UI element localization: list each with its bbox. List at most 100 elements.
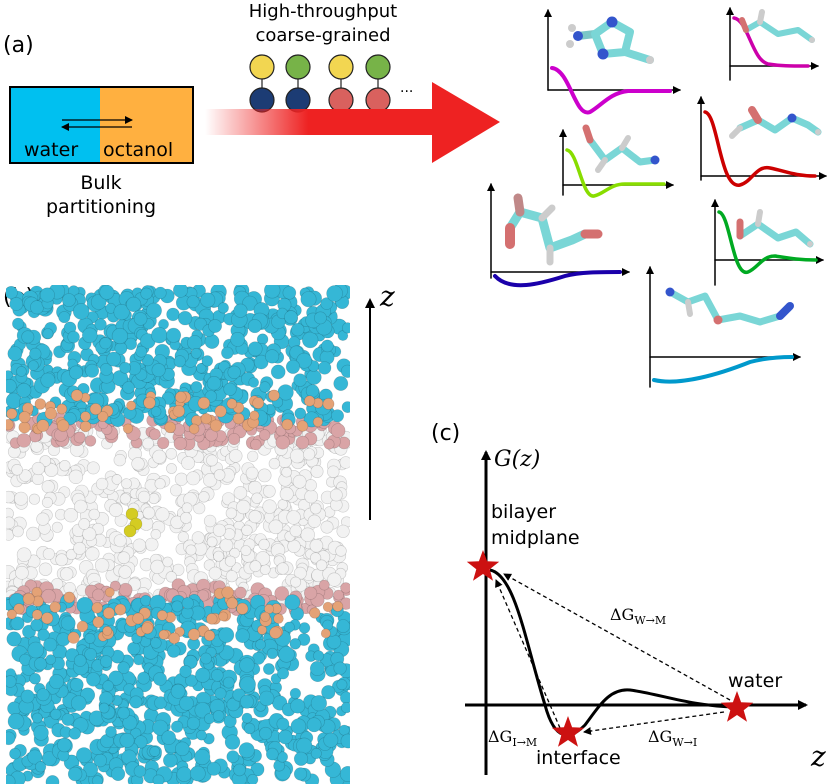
- water-bead: [176, 766, 192, 782]
- water-bead: [40, 372, 56, 388]
- water-bead: [309, 660, 325, 676]
- profile-thumb-1: [544, 9, 681, 115]
- cg-title-2: coarse-grained: [255, 25, 390, 46]
- tail-bead: [131, 457, 145, 471]
- water-bead: [239, 657, 255, 673]
- tail-bead: [181, 456, 195, 470]
- water-bead: [259, 726, 273, 740]
- partition-box: water octanol: [9, 86, 194, 164]
- glycerol-bead: [92, 588, 105, 601]
- water-bead: [20, 689, 35, 704]
- water-bead: [313, 311, 327, 325]
- headgroup-bead: [92, 616, 105, 628]
- arrow-dg-wm: [503, 573, 731, 701]
- water-bead: [150, 406, 162, 417]
- tail-bead: [16, 547, 32, 563]
- headgroup-bead: [44, 407, 58, 420]
- water-bead: [310, 747, 322, 759]
- tail-bead: [55, 553, 69, 567]
- headgroup-bead: [158, 629, 169, 640]
- headgroup-bead: [104, 587, 115, 598]
- water-bead: [195, 362, 207, 374]
- tail-bead: [181, 502, 193, 514]
- tail-bead: [279, 486, 294, 501]
- water-bead: [134, 735, 148, 749]
- water-bead: [321, 685, 336, 700]
- tail-bead: [248, 480, 263, 495]
- water-bead: [248, 377, 259, 388]
- tail-bead: [198, 491, 210, 503]
- water-bead: [194, 748, 211, 766]
- water-bead: [239, 694, 254, 709]
- profile-curve: [565, 148, 666, 198]
- headgroup-bead: [70, 389, 83, 402]
- water-bead: [196, 729, 207, 741]
- water-bead: [16, 366, 27, 377]
- water-bead: [235, 628, 250, 644]
- tail-bead: [44, 463, 59, 477]
- tail-bead: [329, 488, 343, 502]
- water-bead: [277, 729, 293, 745]
- headgroup-bead: [221, 586, 234, 599]
- headgroup-bead: [218, 611, 229, 622]
- star-midplane: [466, 550, 500, 581]
- water-bead: [310, 695, 328, 712]
- water-bead: [321, 339, 334, 353]
- midplane-label-1: bilayer: [491, 501, 556, 523]
- water-bead: [333, 376, 349, 391]
- tail-bead: [59, 460, 71, 472]
- glycerol-bead: [275, 435, 290, 450]
- tail-bead: [258, 538, 270, 551]
- tail-bead: [257, 468, 272, 483]
- water-phase: [10, 87, 100, 163]
- bead-green: [365, 54, 391, 80]
- profile-curve: [550, 66, 672, 115]
- water-bead: [290, 698, 306, 714]
- water-bead: [111, 327, 128, 345]
- tail-bead: [137, 490, 151, 504]
- glycerol-bead: [304, 586, 318, 600]
- tail-bead: [339, 456, 350, 469]
- water-bead: [48, 674, 64, 690]
- tail-bead: [144, 537, 159, 552]
- profile-thumbnails: [487, 7, 827, 388]
- bead-yellow: [328, 54, 354, 80]
- tail-bead: [225, 507, 238, 519]
- water-bead: [278, 646, 295, 663]
- headgroup-bead: [6, 609, 17, 620]
- tail-bead: [309, 538, 324, 553]
- tail-bead: [177, 531, 189, 543]
- profile-thumb-7: [646, 266, 801, 388]
- tail-bead: [203, 473, 218, 488]
- tail-bead: [14, 565, 29, 580]
- water-label: water: [24, 139, 78, 161]
- water-bead: [127, 641, 141, 656]
- headgroup-bead: [6, 419, 14, 431]
- water-bead: [239, 676, 256, 693]
- water-bead: [170, 683, 186, 699]
- tail-bead: [41, 496, 53, 508]
- water-bead: [187, 335, 203, 351]
- headgroup-bead: [296, 420, 309, 432]
- water-bead: [6, 675, 17, 688]
- tail-bead: [94, 558, 110, 573]
- water-bead: [84, 647, 97, 661]
- bead-green: [285, 54, 311, 80]
- bead-yellow: [249, 54, 275, 80]
- water-bead: [70, 695, 87, 712]
- water-bead: [282, 285, 297, 300]
- tail-bead: [225, 570, 238, 583]
- water-bead: [166, 307, 180, 322]
- water-bead: [99, 655, 113, 668]
- headgroup-bead: [34, 398, 46, 410]
- tail-bead: [206, 536, 218, 548]
- panel-a: (a) water octanol Bulk partitioning High…: [3, 1, 500, 218]
- headgroup-bead: [91, 602, 103, 614]
- glycerol-bead: [323, 438, 335, 450]
- water-bead: [140, 287, 153, 300]
- water-bead: [185, 674, 198, 687]
- tail-bead: [185, 544, 197, 556]
- tail-bead: [39, 455, 52, 467]
- profile-curve: [493, 270, 622, 288]
